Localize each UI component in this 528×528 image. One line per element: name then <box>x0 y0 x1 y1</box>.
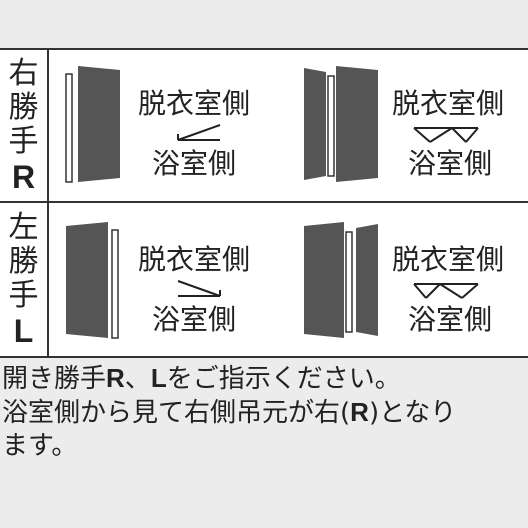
label-column-divider <box>47 50 49 356</box>
top-strip <box>0 0 528 48</box>
double-l-swing-icon <box>413 283 479 299</box>
note-r-letter: R <box>350 397 369 427</box>
note-r-letter: R <box>106 363 125 393</box>
single-r-dressing-room-text: 脱衣室側 <box>138 87 251 120</box>
label-char: 右 <box>8 56 39 91</box>
single-door-left-icon <box>66 222 119 339</box>
label-char: 勝 <box>8 90 39 125</box>
instruction-notes: 開き勝手R、Lをご指示ください。 浴室側から見て右側吊元が右(R)となり ます。 <box>2 362 528 463</box>
label-char: 手 <box>8 124 39 159</box>
single-door-right-icon <box>65 66 120 183</box>
single-l-dressing-room-text: 脱衣室側 <box>138 243 251 276</box>
double-door-right-icon <box>304 66 378 182</box>
label-char: 手 <box>8 278 39 313</box>
double-l-bathroom-text: 浴室側 <box>408 303 493 336</box>
note-l-letter: L <box>150 363 167 393</box>
panel-bottom-border <box>0 356 528 358</box>
label-char: 左 <box>8 210 39 245</box>
right-hand-label: 右 勝 手 R <box>0 54 47 198</box>
note-line-2: 浴室側から見て右側吊元が右(R)となり <box>2 397 457 428</box>
double-l-dressing-room-text: 脱衣室側 <box>392 243 505 276</box>
double-r-swing-icon <box>413 127 479 143</box>
single-r-swing-icon <box>177 124 221 141</box>
single-r-bathroom-text: 浴室側 <box>152 147 237 180</box>
label-char: 勝 <box>8 244 39 279</box>
note-line-3: ます。 <box>2 431 78 461</box>
double-door-left-icon <box>304 222 378 338</box>
single-l-bathroom-text: 浴室側 <box>152 303 237 336</box>
double-r-dressing-room-text: 脱衣室側 <box>392 87 505 120</box>
single-l-swing-icon <box>177 280 221 297</box>
row-divider <box>0 201 528 203</box>
left-hand-label: 左 勝 手 L <box>0 207 47 353</box>
note-line-1: 開き勝手R、Lをご指示ください。 <box>2 363 401 394</box>
panel-top-border <box>0 48 528 50</box>
label-letter-r: R <box>11 159 36 195</box>
label-letter-l: L <box>13 313 34 349</box>
double-r-bathroom-text: 浴室側 <box>408 147 493 180</box>
